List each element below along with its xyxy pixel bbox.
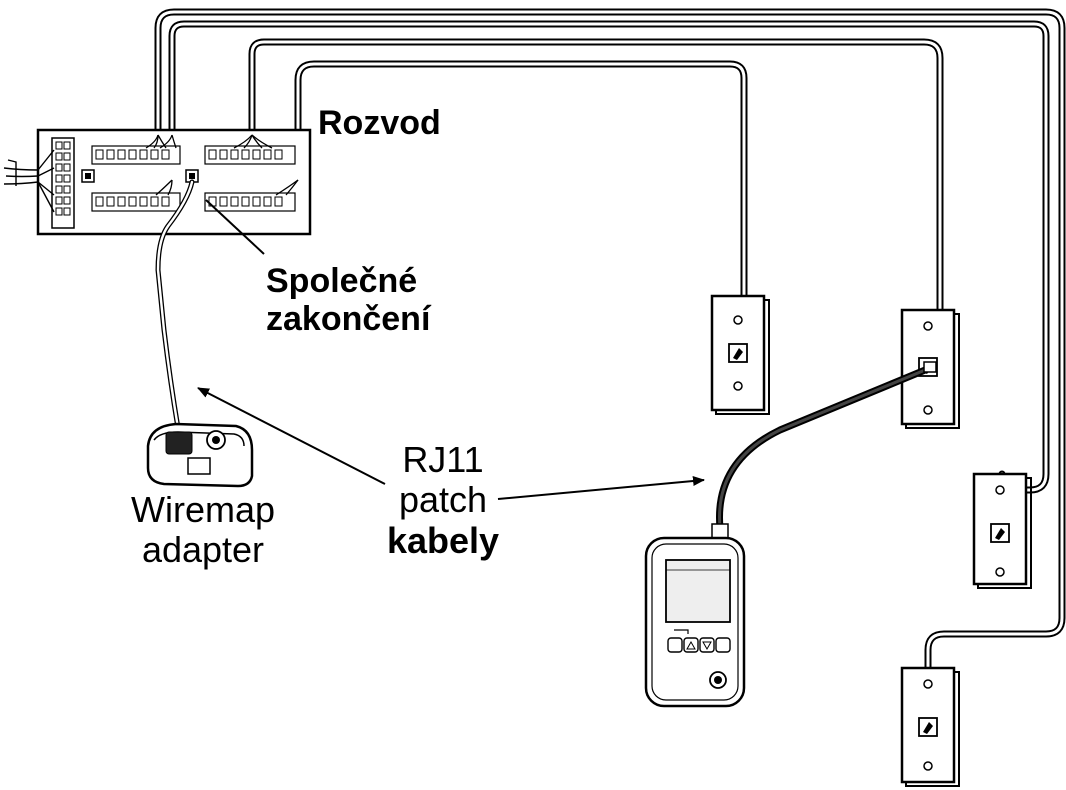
label-spolecne-line1: Společné: [266, 262, 418, 300]
patch-panel-icon: [3, 128, 312, 236]
label-spolecne-zakonceni: Společné zakončení: [266, 262, 430, 338]
arrow-to-tester-cable: [497, 476, 705, 500]
label-rj11-patch-kabely: RJ11 patch kabely: [386, 439, 500, 561]
cable-tester-icon: [644, 523, 746, 708]
wall-outlet-icon: [972, 472, 1032, 589]
label-wiremap-adapter: Wiremap adapter: [108, 489, 298, 571]
label-wiremap-line1: Wiremap: [130, 489, 276, 530]
wall-outlet-icon: [710, 294, 770, 415]
label-rj11-line3: kabely: [386, 519, 500, 561]
wiremap-adapter-icon: [146, 422, 254, 488]
label-wiremap-line2: adapter: [141, 529, 265, 571]
label-rj11-line1: RJ11: [402, 439, 484, 480]
cable-bundle: [154, 8, 1066, 672]
label-rozvod: Rozvod: [318, 104, 441, 142]
wall-outlet-icon: [900, 666, 960, 787]
label-spolecne-line2: zakončení: [266, 300, 431, 339]
arrow-to-wiremap-cable: [197, 387, 386, 485]
spolecne-leader-line: [205, 199, 265, 255]
label-rj11-line2: patch: [398, 479, 488, 521]
